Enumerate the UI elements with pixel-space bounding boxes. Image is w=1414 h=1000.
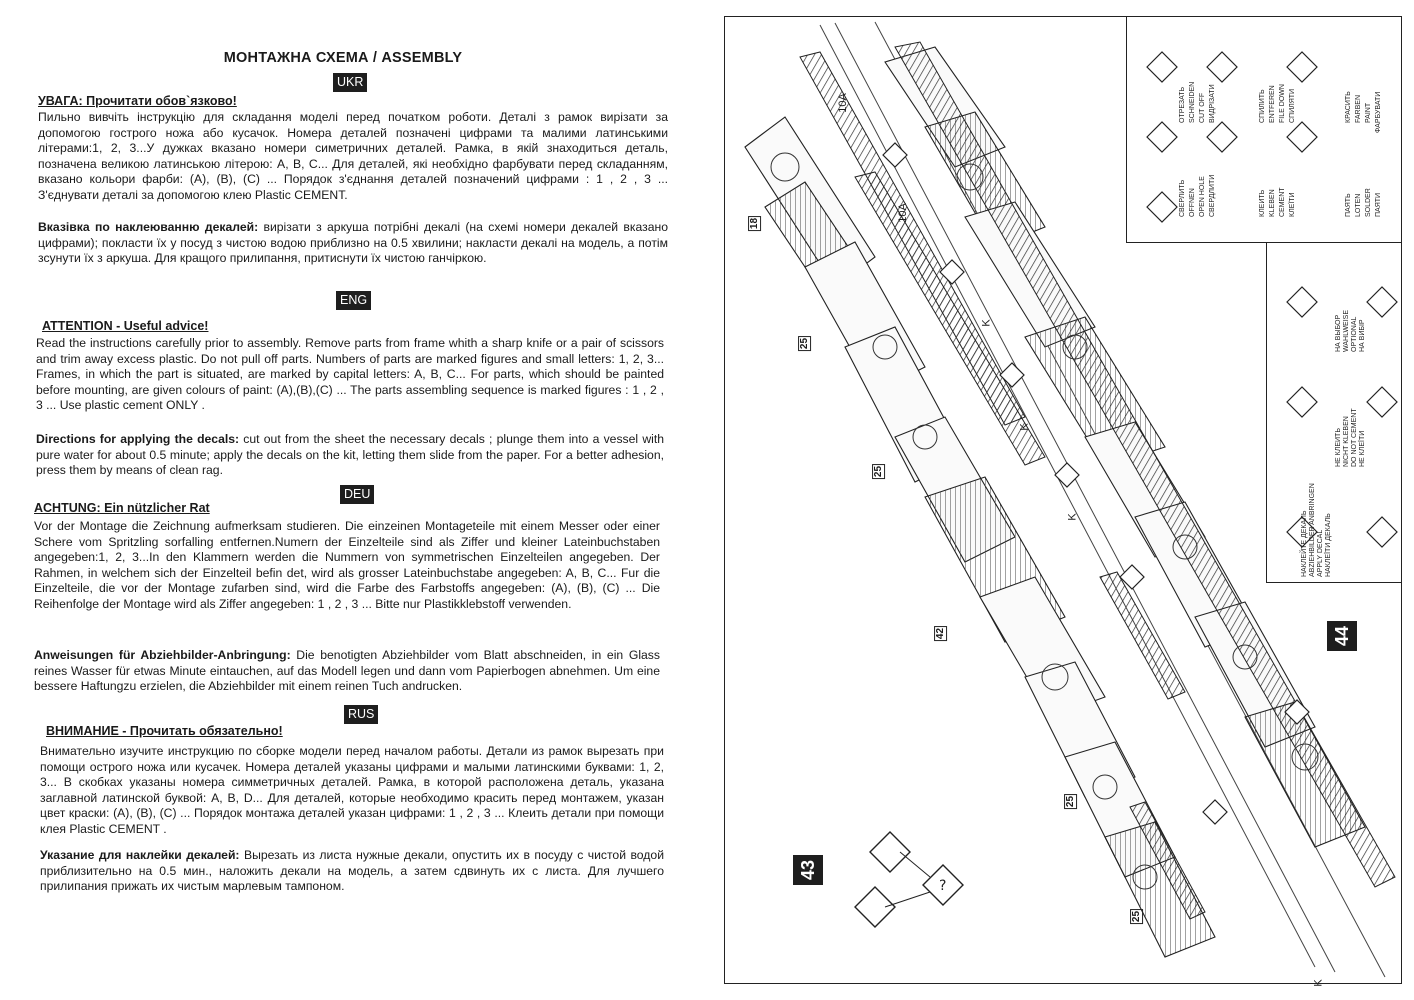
legend-label: НА ВЫБОР [1335,314,1342,352]
legend-label: КЛЕЇТИ [1289,192,1296,217]
lang-tag-deu: DEU [340,485,375,504]
legend-label: СПИЛЯТИ [1289,88,1296,123]
deu-paragraph: Vor der Montage die Zeichnung aufmerksam… [34,519,660,611]
legend-label: НАКЛЕЇТИ ДЕКАЛЬ [1325,513,1332,577]
rus-decal-text: Вырезать из листа нужные декали, опустит… [40,848,665,894]
assembly-diagram-page: ? 18 25 25 42 25 25 10A 10A K K K K 44 4… [724,16,1402,987]
legend-label: СВЕРЛИТЬ [1179,179,1186,217]
legend-label: ПАЯТИ [1375,192,1382,217]
deu-heading: ACHTUNG: Ein nützlicher Rat [34,501,210,515]
legend-label: ПАЯТЬ [1345,193,1352,217]
deu-decal-heading: Anweisungen für Abziehbilder-Anbringung: [34,648,291,662]
legend-label: NICHT KLEBEN [1343,416,1350,467]
eng-paragraph: Read the instructions carefully prior to… [36,336,664,413]
legend-label: СВЕРДЛИТИ [1209,174,1216,217]
k-marker: K [1018,423,1031,431]
part-label: 25 [872,463,886,480]
legend-label: OPEN HOLE [1199,176,1206,217]
rus-paragraph: Внимательно изучите инструкцию по сборке… [40,744,664,836]
deu-decal-paragraph: Anweisungen für Abziehbilder-Anbringung:… [34,648,660,695]
variant-legend: НА ВИБІР OPTIONAL WAHLWEISE НА ВЫБОР НЕ … [1266,242,1402,583]
rus-heading: ВНИМАНИЕ - Прочитать обязательно! [46,724,283,738]
legend-label: OFFNEN [1189,188,1196,217]
eng-decal-paragraph: Directions for applying the decals: cut … [36,432,664,479]
legend-label: ВИДРІЗАТИ [1209,84,1216,123]
legend-label: КЛЕИТЬ [1259,189,1266,217]
ukr-decal-paragraph: Вказівка по наклеюванню декалей: вирізат… [38,220,668,267]
eng-decal-heading: Directions for applying the decals: [36,432,240,446]
rus-decal-paragraph: Указание для наклейки декалей: Вырезать … [40,848,664,895]
legend-label: DO NOT CEMENT [1351,408,1358,467]
legend-label: CEMENT [1279,187,1286,217]
page-number: 44 [1327,621,1357,651]
legend-label: KLEBEN [1269,189,1276,217]
legend-label: SOLDER [1365,188,1372,217]
legend-label: SCHNEIDEN [1189,81,1196,123]
sub-page-number: 43 [793,855,823,885]
eng-decal-text: cut out from the sheet the necessary dec… [36,432,665,478]
legend-label: НЕ КЛЕИТЬ [1335,428,1342,467]
part-label: 25 [1130,908,1144,925]
legend-label: OPTIONAL [1351,316,1358,352]
assembly-drawing: ? [744,21,1396,978]
part-label: 25 [798,335,812,352]
eng-heading: ATTENTION - Useful advice! [42,319,209,333]
legend-label: CUT OFF [1199,92,1206,123]
deu-decal-text: Die benotigten Abziehbilder vom Blatt ab… [34,648,660,694]
question-symbol-icon: ? [939,878,946,894]
legend-label: PAINT [1365,102,1372,123]
lang-tag-ukr: UKR [333,73,368,92]
legend-label: ОТРЕЗАТЬ [1179,86,1186,123]
legend-label: ABZIEHBILDER ANBRINGEN [1309,483,1316,577]
part-label: 42 [934,625,948,642]
rail-label: 10A [896,203,909,223]
rus-decal-heading: Указание для наклейки декалей: [40,848,240,862]
k-marker: K [1066,513,1079,521]
ukr-paragraph: Пильно вивчіть інструкцію для складання … [38,110,668,202]
lang-tag-eng: ENG [336,291,372,310]
instructions-page: МОНТАЖНА СХЕМА / ASSEMBLY UKR УВАГА: Про… [34,50,669,895]
legend-label: НАКЛЕЙТЕ ДЕКАЛЬ [1301,510,1308,577]
legend-label: НЕ КЛЕЇТИ [1359,430,1366,467]
legend-label: ФАРБУВАТИ [1375,91,1382,133]
k-marker: K [1312,979,1325,987]
rail-label: 10A [836,93,849,113]
legend-label: FILE DOWN [1279,84,1286,123]
legend-label: APPLY DECAL [1317,529,1324,577]
symbol-legend: ФАРБУВАТИ PAINT FARBEN КРАСИТЬ ПАЯТИ SOL… [1126,17,1402,243]
lang-tag-rus: RUS [344,705,379,724]
legend-label: СПИЛИТЬ [1259,89,1266,123]
legend-label: WAHLWEISE [1343,309,1350,352]
legend-label: КРАСИТЬ [1345,91,1352,123]
part-label: 25 [1064,793,1078,810]
legend-label: ENTFEREN [1269,85,1276,123]
legend-label: LOTEN [1355,193,1362,217]
k-marker: K [980,319,993,327]
ukr-decal-text: вирізати з аркуша потрібні декалі (на сх… [38,220,669,266]
part-label: 18 [748,215,762,232]
page-title: МОНТАЖНА СХЕМА / ASSEMBLY [223,50,463,66]
ukr-decal-heading: Вказівка по наклеюванню декалей: [38,220,259,234]
ukr-heading: УВАГА: Прочитати обов`язково! [38,94,237,108]
legend-label: FARBEN [1355,94,1362,123]
legend-label: НА ВИБІР [1359,319,1366,352]
